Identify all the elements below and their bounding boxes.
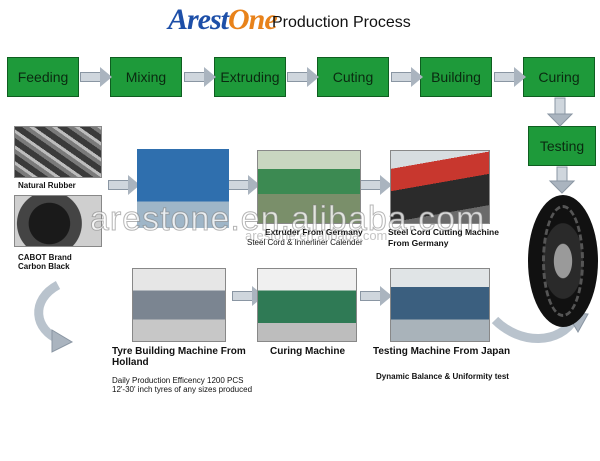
- step-cuting: Cuting: [317, 57, 389, 97]
- curing-machine-photo: [257, 268, 357, 342]
- logo-text-arest: Arest: [168, 3, 229, 36]
- curved-arrow-icon: [34, 281, 74, 353]
- watermark-small: arestone.en.alibaba.com: [245, 228, 388, 243]
- caption-cabot-2: Carbon Black: [18, 262, 70, 271]
- caption-cutting-2: From Germany: [388, 238, 449, 248]
- caption-cutting-1: Steel Cord Cutting Machine: [388, 227, 499, 237]
- extruder-machine-photo: [257, 150, 361, 224]
- caption-daily-2: 12'-30' inch tyres of any sizes produced: [112, 385, 253, 394]
- watermark: arestone.en.alibaba.com: [89, 200, 486, 239]
- step-mixing: Mixing: [110, 57, 182, 97]
- step-extruding: Extruding: [214, 57, 286, 97]
- caption-dynamic: Dynamic Balance & Uniformity test: [376, 372, 509, 381]
- page-title: Production Process: [272, 14, 411, 31]
- caption-building-2: Holland: [112, 357, 149, 368]
- natural-rubber-photo: [14, 126, 102, 178]
- step-curing: Curing: [523, 57, 595, 97]
- arrow-down-icon: [546, 97, 574, 127]
- carbon-black-photo: [14, 195, 102, 247]
- caption-extruder-2: Steel Cord & Innerliner Calender: [247, 238, 363, 247]
- caption-building-1: Tyre Building Machine From: [112, 346, 246, 357]
- caption-curing: Curing Machine: [270, 346, 346, 357]
- tire-image: [528, 195, 598, 327]
- caption-extruder-1: Extruder From Germany: [265, 227, 363, 237]
- caption-natural-rubber: Natural Rubber: [18, 181, 76, 190]
- caption-daily-1: Daily Production Efficency 1200 PCS: [112, 376, 244, 385]
- step-building: Building: [420, 57, 492, 97]
- logo-text-one: One: [228, 3, 278, 36]
- caption-testing: Testing Machine From Japan: [373, 346, 511, 357]
- testing-machine-photo: [390, 268, 490, 342]
- step-testing: Testing: [528, 126, 596, 166]
- mixer-machine-photo: [137, 140, 229, 228]
- caption-cabot-1: CABOT Brand: [18, 253, 72, 262]
- building-machine-photo: [132, 268, 226, 342]
- step-feeding: Feeding: [7, 57, 79, 97]
- arrow-down-icon: [548, 166, 576, 194]
- cutting-machine-photo: [390, 150, 490, 224]
